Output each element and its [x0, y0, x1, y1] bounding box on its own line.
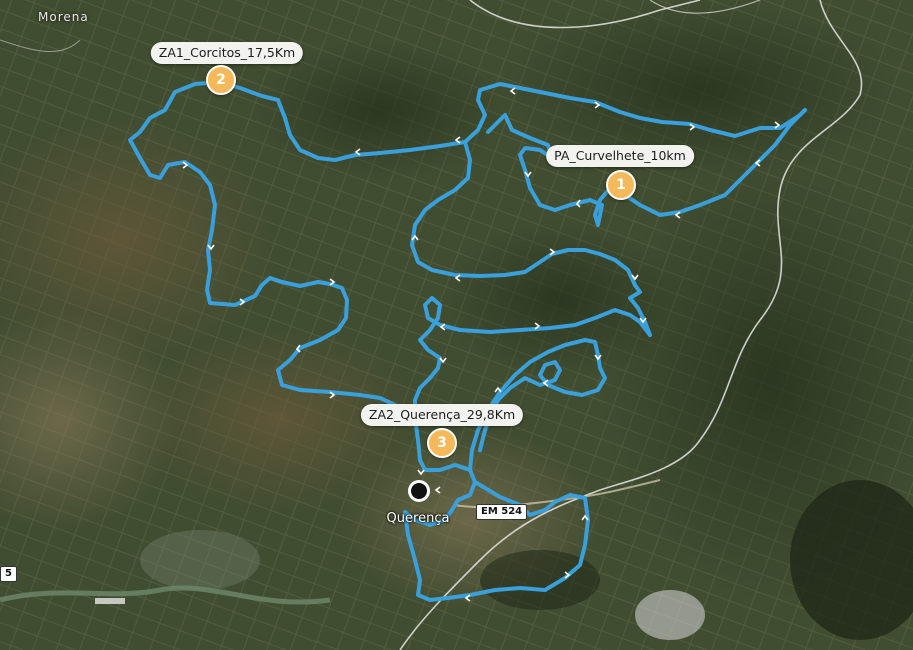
- route-line-3b: [468, 338, 607, 472]
- route-line-3: [403, 296, 652, 602]
- route-line-1b: [410, 140, 652, 337]
- region-label: Morena: [38, 10, 89, 24]
- route-label-2[interactable]: ZA1_Corcitos_17,5Km: [150, 42, 304, 64]
- route-line-2: [128, 80, 397, 407]
- route-marker-2[interactable]: 2: [206, 65, 236, 95]
- route-line-2b: [218, 80, 807, 162]
- route-marker-3[interactable]: 3: [427, 428, 457, 458]
- route-label-1[interactable]: PA_Curvelhete_10km: [546, 145, 694, 167]
- road-shield-edge: 5: [0, 566, 17, 582]
- road-shield-em524: EM 524: [476, 504, 528, 520]
- town-marker[interactable]: [408, 480, 430, 502]
- town-label: Querença: [386, 511, 450, 526]
- route-marker-1[interactable]: 1: [606, 170, 636, 200]
- route-label-3[interactable]: ZA2_Querença_29,8Km: [360, 404, 524, 426]
- direction-arrows: [182, 87, 781, 602]
- route-lines: [128, 80, 807, 602]
